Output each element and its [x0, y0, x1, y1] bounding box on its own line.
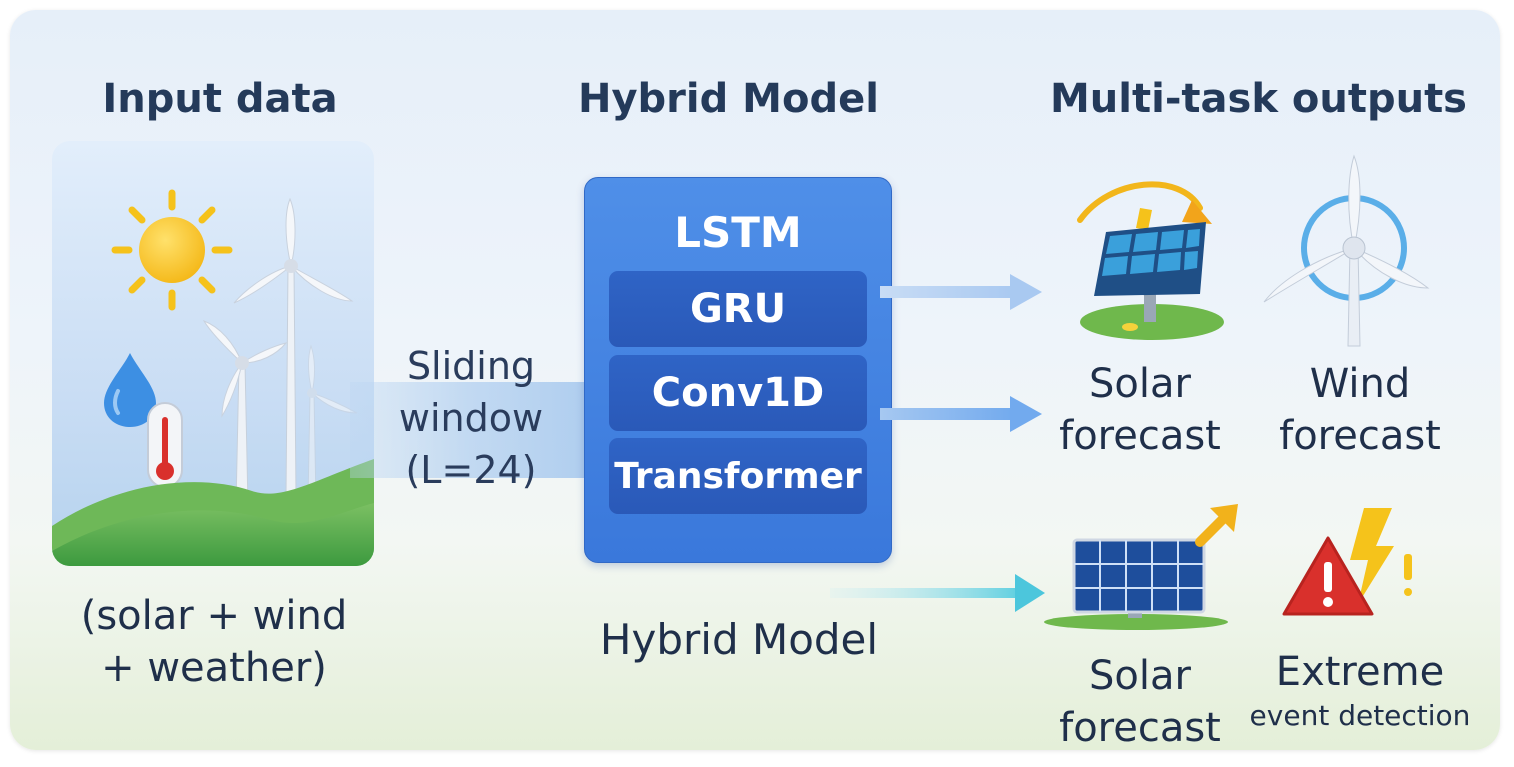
output-extreme-event-line-1: Extreme	[1275, 649, 1445, 695]
sun-icon	[111, 189, 233, 311]
layer-gru: GRU	[609, 271, 867, 347]
output-wind-forecast-line-1: Wind	[1309, 361, 1411, 407]
wind-turbine-icon	[233, 197, 354, 497]
solar-panel-trend-icon	[1044, 504, 1238, 630]
input-illustration	[52, 141, 374, 566]
warning-lightning-icon	[1282, 508, 1412, 616]
model-caption: Hybrid Model	[599, 615, 879, 664]
sliding-window-line-2: window	[398, 396, 544, 440]
output-wind-forecast: Wind forecast	[1260, 358, 1460, 462]
output-solar-forecast-2-line-2: forecast	[1059, 705, 1221, 750]
layer-conv1d: Conv1D	[609, 355, 867, 431]
input-caption-line-2: + weather)	[101, 645, 327, 691]
layer-transformer: Transformer	[609, 438, 867, 514]
output-extreme-event-line-2: event detection	[1249, 699, 1471, 732]
arrow-to-solar-forecast	[880, 274, 1042, 310]
thermometer-icon	[147, 402, 183, 488]
input-caption-line-1: (solar + wind	[80, 593, 348, 639]
arrow-to-wind-forecast	[880, 396, 1042, 432]
hybrid-model-block: LSTM GRU Conv1D Transformer	[584, 177, 892, 563]
output-solar-forecast-line-1: Solar	[1089, 361, 1191, 407]
input-heading: Input data	[102, 76, 338, 122]
wind-turbine-icon	[1263, 154, 1430, 347]
output-extreme-event: Extreme event detection	[1240, 646, 1480, 734]
arrow-to-secondary-outputs	[830, 574, 1045, 612]
outputs-heading: Multi-task outputs	[1050, 76, 1467, 122]
output-solar-forecast: Solar forecast	[1040, 358, 1240, 462]
sliding-window-line-3: (L=24)	[405, 448, 537, 492]
output-solar-forecast-2: Solar forecast	[1040, 650, 1240, 750]
sliding-window-line-1: Sliding	[406, 344, 536, 388]
layer-lstm: LSTM	[674, 208, 802, 257]
model-heading: Hybrid Model	[578, 76, 879, 122]
wind-turbine-icon	[202, 320, 288, 507]
output-solar-forecast-2-line-1: Solar	[1089, 653, 1191, 699]
solar-panel-sun-icon	[1077, 181, 1224, 340]
water-drop-icon	[104, 353, 156, 427]
sliding-window-label: Sliding window (L=24)	[390, 340, 552, 496]
input-caption: (solar + wind + weather)	[54, 590, 374, 694]
diagram-canvas: Input data Hybrid Model Multi-task outpu…	[10, 10, 1500, 750]
output-wind-forecast-line-2: forecast	[1279, 413, 1441, 459]
output-solar-forecast-line-2: forecast	[1059, 413, 1221, 459]
sliding-window-band	[350, 382, 584, 478]
